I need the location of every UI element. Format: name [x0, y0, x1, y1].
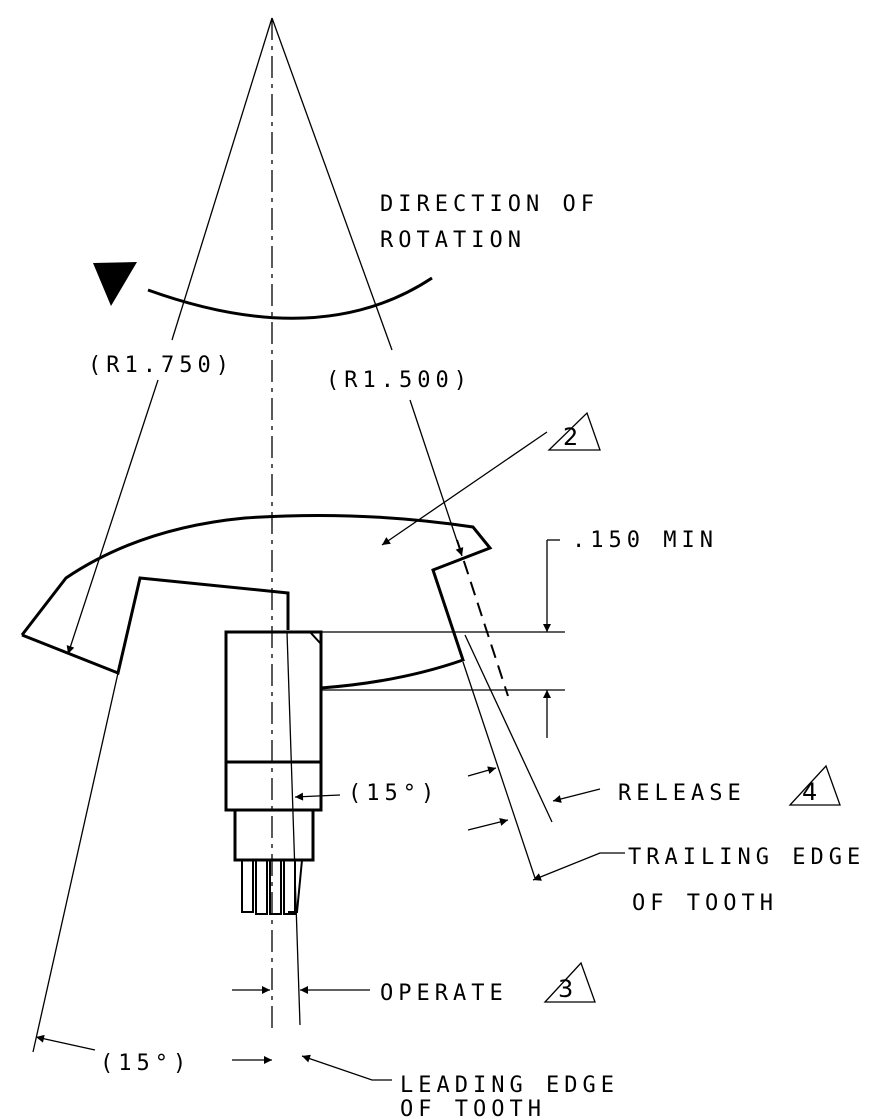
note-4-triangle: [788, 764, 841, 806]
release-line: [464, 634, 553, 823]
outer-angle-line: [32, 672, 119, 1053]
rotor-tooth: [20, 513, 493, 690]
trailing-edge-label-line2: OF TOOTH: [632, 891, 778, 916]
angle-upper-arrow: [294, 792, 341, 801]
sensor-chamfer: [309, 631, 322, 645]
note-4-number: 4: [802, 778, 817, 806]
sensor-neck: [233, 808, 315, 862]
rotation-arrow: [147, 276, 433, 320]
direction-label-line1: DIRECTION OF: [380, 192, 599, 217]
sensor-pins: [241, 859, 304, 915]
note-3-triangle: [543, 961, 596, 1003]
release-leader: [552, 788, 601, 803]
release-label: RELEASE: [618, 781, 746, 806]
release-arrow-1: [467, 766, 497, 777]
trailing-edge-leader: [532, 852, 625, 881]
angle-upper-label: (15°): [348, 781, 439, 806]
min-gap-label: .150 MIN: [572, 528, 718, 553]
rotation-arrowhead: [93, 262, 137, 306]
radius-outer-leader: [66, 379, 159, 655]
leading-edge-leader: [301, 1054, 392, 1081]
radius-inner-leader: [409, 399, 464, 557]
note-2-triangle: [547, 411, 601, 451]
trailing-edge-line: [462, 661, 536, 879]
sensor-body-upper: [224, 630, 323, 764]
radius-line-inner: [271, 17, 393, 351]
direction-label-line2: ROTATION: [380, 228, 526, 253]
leading-edge-label-line1: LEADING EDGE: [400, 1073, 619, 1098]
note-3-number: 3: [558, 975, 573, 1003]
release-arrow-2: [467, 818, 509, 831]
angle-lower-arrow-left: [35, 1034, 96, 1051]
radius-inner-label: (R1.500): [326, 368, 472, 393]
trailing-edge-dashed: [456, 539, 509, 697]
sensor-angle-line: [286, 631, 301, 1026]
operate-label: OPERATE: [380, 981, 508, 1006]
trailing-edge-label-line1: TRAILING EDGE: [628, 845, 865, 870]
angle-lower-label: (15°): [100, 1051, 191, 1076]
sensor-body-lower: [224, 760, 323, 812]
note-2-number: 2: [563, 423, 578, 451]
leading-edge-label-line2: OF TOOTH: [400, 1097, 546, 1120]
radius-outer-label: (R1.750): [88, 353, 234, 378]
radius-line-outer: [171, 17, 273, 341]
note-2-leader: [381, 431, 548, 546]
